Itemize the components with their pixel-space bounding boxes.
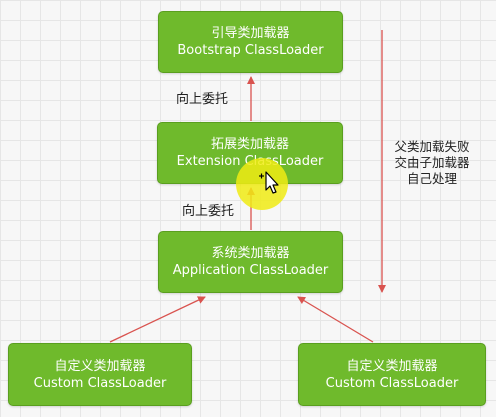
custom-classloader-node-left: 自定义类加载器 Custom ClassLoader: [8, 343, 192, 406]
application-label-en: Application ClassLoader: [172, 263, 329, 278]
cursor-highlight: [236, 158, 288, 210]
custom-left-label-en: Custom ClassLoader: [33, 375, 167, 391]
parent-fail-note: 父类加载失败 交由子加载器 自己处理: [392, 139, 472, 187]
bootstrap-label-zh: 引导类加载器: [211, 26, 290, 41]
application-label-zh: 系统类加载器: [211, 246, 290, 261]
bootstrap-classloader-node: 引导类加载器 Bootstrap ClassLoader: [158, 11, 343, 73]
delegate-up-label-middle: 向上委托: [182, 204, 235, 219]
fail-note-line-3: 自己处理: [406, 171, 457, 186]
arrow-custom-right-to-application: [297, 296, 374, 343]
fail-note-line-1: 父类加载失败: [394, 139, 470, 154]
extension-label-zh: 拓展类加载器: [210, 137, 289, 152]
pointer-cursor-icon: [259, 171, 279, 194]
custom-left-label-zh: 自定义类加载器: [54, 358, 146, 374]
application-classloader-node: 系统类加载器 Application ClassLoader: [158, 231, 343, 293]
bootstrap-label-en: Bootstrap ClassLoader: [177, 43, 324, 58]
custom-right-label-en: Custom ClassLoader: [325, 375, 459, 391]
arrow-custom-left-to-application: [109, 296, 206, 343]
delegate-up-label-top: 向上委托: [176, 92, 229, 107]
fail-note-line-2: 交由子加载器: [394, 155, 470, 170]
custom-right-label-zh: 自定义类加载器: [346, 358, 438, 374]
custom-classloader-node-right: 自定义类加载器 Custom ClassLoader: [298, 343, 486, 406]
